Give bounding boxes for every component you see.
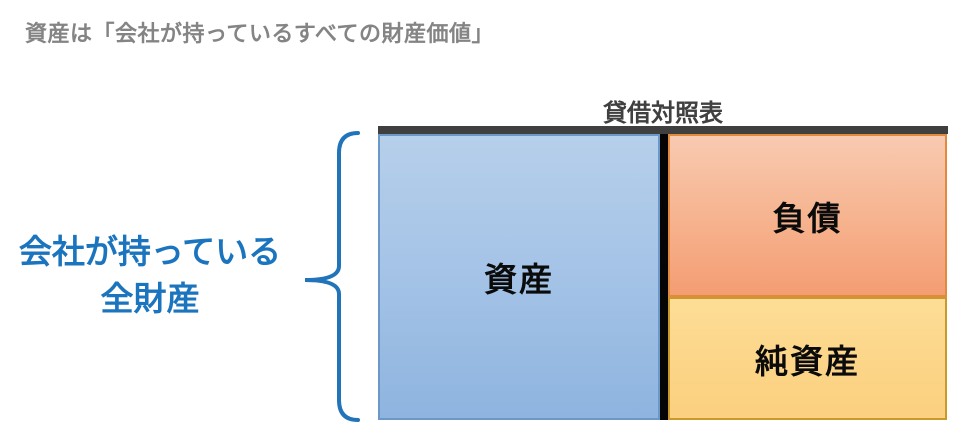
assets-box: 資産: [378, 134, 660, 420]
left-annotation-line2: 全財産: [100, 280, 200, 317]
net-assets-box: 純資産: [668, 297, 947, 420]
curly-brace-icon: [304, 131, 360, 422]
net-assets-label: 純資産: [755, 342, 860, 380]
page-heading: 資産は「会社が持っているすべての財産価値」: [25, 21, 494, 46]
left-annotation-line1: 会社が持っている: [18, 233, 282, 270]
balance-sheet-title: 貸借対照表: [603, 100, 723, 127]
balance-sheet-top-bar: [378, 126, 948, 134]
liabilities-label: 負債: [772, 199, 843, 237]
liabilities-box: 負債: [668, 134, 947, 297]
assets-label: 資産: [484, 261, 554, 298]
assets-liabilities-divider: [660, 134, 668, 420]
left-annotation: 会社が持っている 全財産: [0, 228, 300, 322]
